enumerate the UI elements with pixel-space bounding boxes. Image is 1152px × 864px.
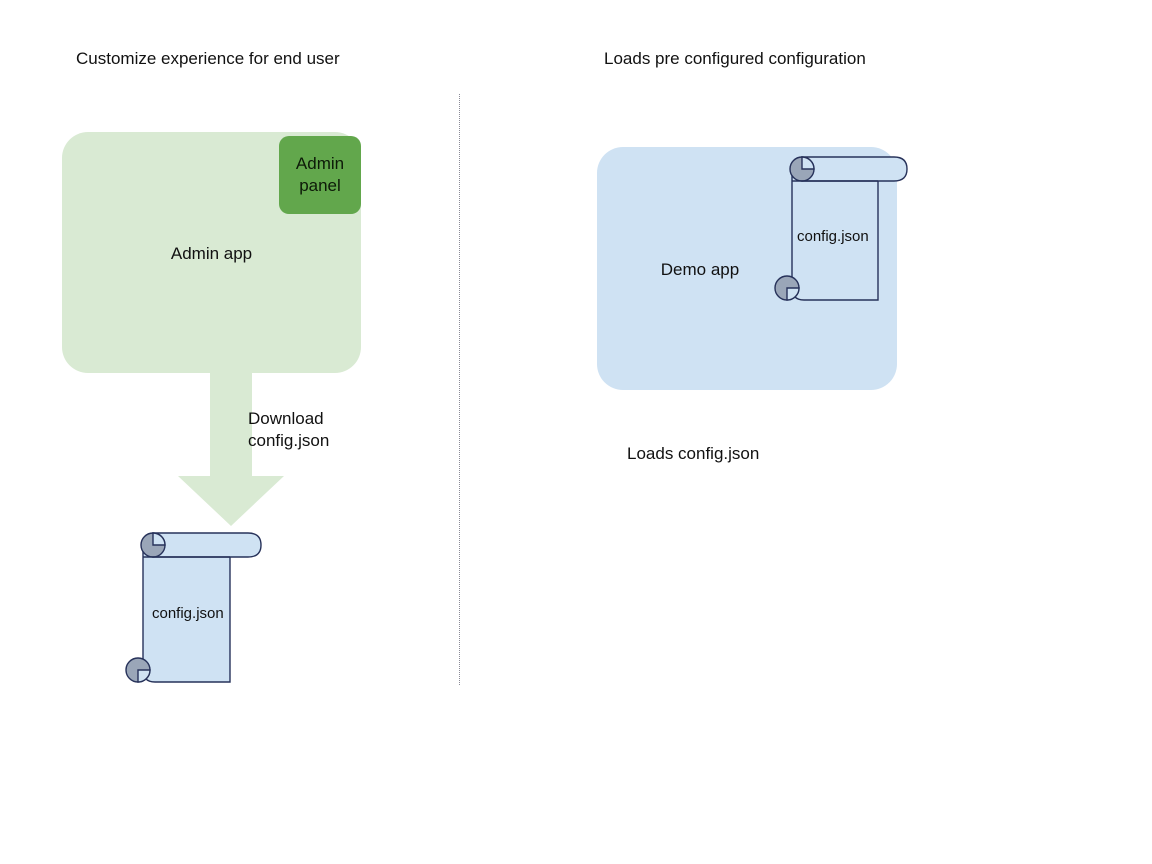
download-arrow-label: Download config.json (248, 409, 330, 450)
config-json-label-right: config.json (797, 228, 869, 245)
panel-divider (459, 94, 460, 685)
demo-app-label: Demo app (660, 260, 740, 279)
right-panel-title: Loads pre configured configuration (604, 49, 866, 68)
loads-config-caption: Loads config.json (627, 444, 760, 463)
config-json-label-left: config.json (152, 605, 224, 622)
admin-app-label: Admin app (170, 244, 253, 263)
left-panel-title: Customize experience for end user (76, 49, 340, 68)
config-json-document-right[interactable] (768, 152, 912, 308)
admin-panel-label: Admin panel (295, 154, 345, 195)
config-json-document-left[interactable] (118, 528, 266, 690)
admin-panel-badge[interactable]: Admin panel (279, 136, 361, 214)
download-arrow-icon (178, 368, 284, 526)
